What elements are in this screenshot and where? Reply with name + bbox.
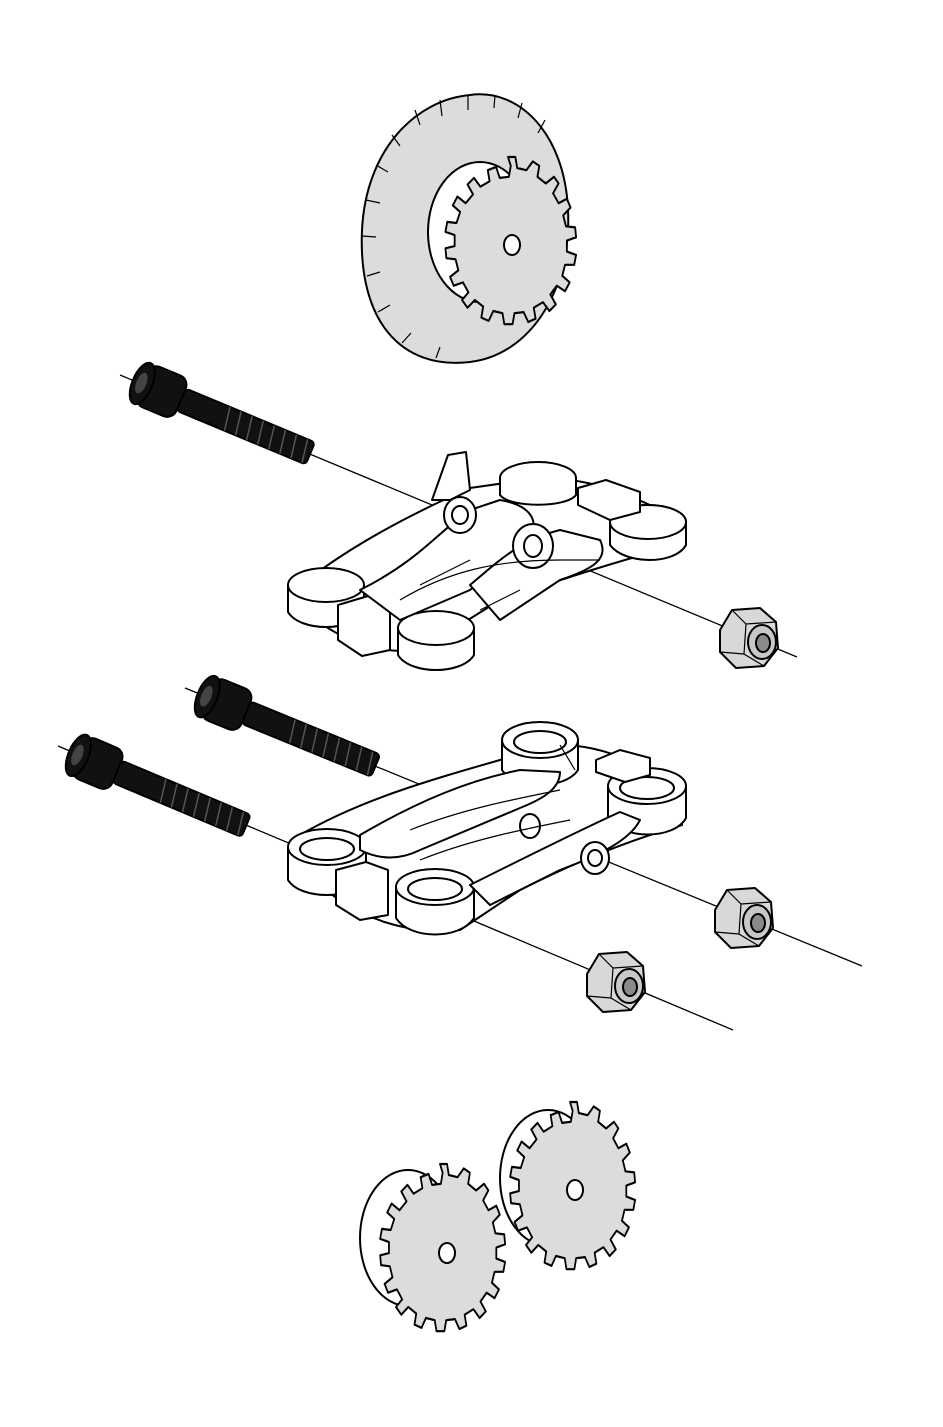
socket-head-cap-screw <box>123 358 320 475</box>
spur-gear <box>359 1162 507 1333</box>
nylon-lock-nut <box>719 607 779 669</box>
socket-head-cap-screw <box>59 730 256 848</box>
nylon-lock-nut <box>714 887 774 949</box>
spur-gear-with-brake-disc <box>360 93 578 364</box>
spur-gear <box>499 1100 637 1271</box>
gear-bore <box>503 234 521 256</box>
lower-link-bracket <box>287 721 687 936</box>
spur-gear-pair <box>359 1100 637 1333</box>
socket-head-cap-screw <box>188 671 385 788</box>
upper-link-bracket <box>287 451 687 671</box>
nylon-lock-nut <box>586 951 646 1013</box>
